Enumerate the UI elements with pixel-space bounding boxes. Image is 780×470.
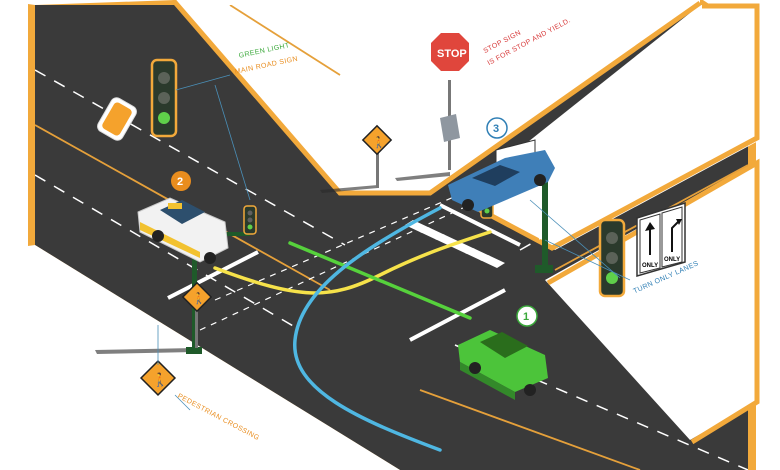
car-number-2: 2	[171, 171, 191, 191]
car-number-3: 3	[486, 117, 508, 139]
lane-sign-left-text: ONLY	[642, 263, 658, 269]
pedestrian-icon: 🚶	[372, 136, 386, 149]
turn-only-lanes-sign: ONLY ONLY	[636, 201, 686, 277]
blue-turn-path	[293, 206, 442, 452]
car-number-3-text: 3	[493, 123, 499, 135]
vehicle-paths	[213, 206, 492, 452]
pedestrian-icon: 🚶	[152, 372, 168, 387]
pedestrian-sign-callout: 🚶	[139, 325, 177, 397]
stop-sign-text: STOP	[437, 48, 467, 60]
lane-sign-right-text: ONLY	[664, 257, 680, 263]
label-connectors	[174, 239, 631, 411]
pole-shadows	[95, 172, 450, 354]
zebra-crossing	[405, 220, 505, 268]
main-road-sign-icon	[97, 97, 137, 141]
car-green	[458, 330, 548, 400]
car-number-1: 1	[516, 305, 538, 327]
pedestrian-icon: 🚶	[192, 292, 206, 305]
car-blue	[448, 150, 555, 212]
car-number-1-text: 1	[523, 311, 529, 323]
car-taxi	[137, 197, 229, 264]
traffic-light-callout-right	[529, 199, 626, 298]
stop-sign: STOP	[428, 30, 472, 170]
green-straight-path	[288, 241, 472, 320]
traffic-light-callout	[150, 58, 251, 201]
pedestrian-sign-pole-top: 🚶	[361, 124, 393, 188]
pedestrian-sign-pole-left: 🚶	[181, 281, 213, 348]
car-number-2-text: 2	[177, 176, 183, 188]
